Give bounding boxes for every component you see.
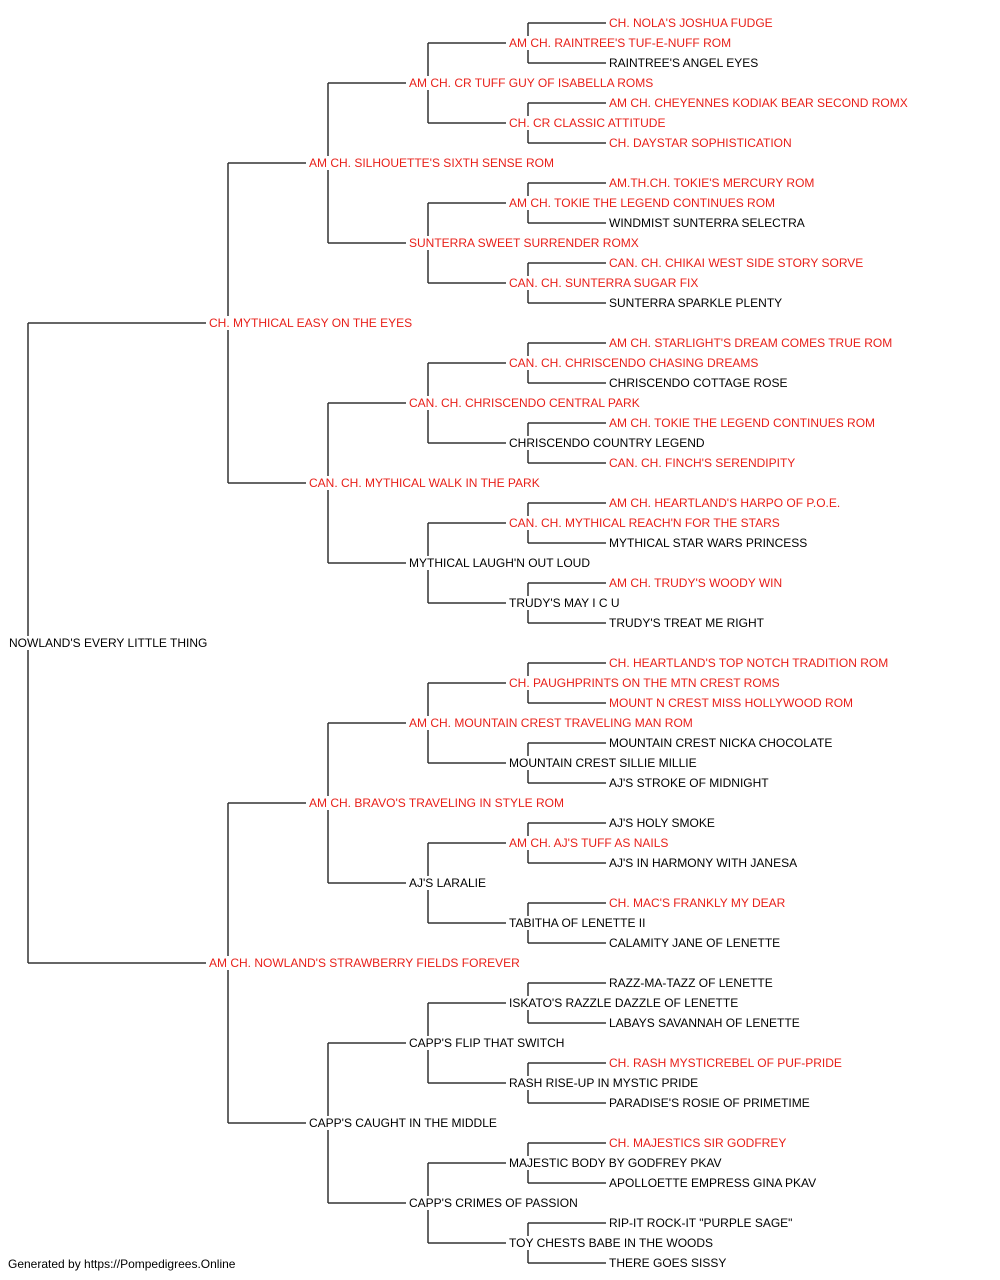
pedigree-dog-name[interactable]: AM CH. TOKIE THE LEGEND CONTINUES ROM [608, 416, 877, 430]
pedigree-dog-name[interactable]: AM CH. HEARTLAND'S HARPO OF P.O.E. [608, 496, 842, 510]
pedigree-dog-name[interactable]: CAN. CH. FINCH'S SERENDIPITY [608, 456, 797, 470]
pedigree-dog-name[interactable]: CH. RASH MYSTICREBEL OF PUF-PRIDE [608, 1056, 843, 1070]
pedigree-dog-name[interactable]: CH. MAJESTICS SIR GODFREY [608, 1136, 788, 1150]
pedigree-dog-name[interactable]: THERE GOES SISSY [608, 1256, 728, 1270]
pedigree-dog-name[interactable]: CAN. CH. CHRISCENDO CHASING DREAMS [508, 356, 760, 370]
pedigree-dog-name[interactable]: MAJESTIC BODY BY GODFREY PKAV [508, 1156, 723, 1170]
pedigree-dog-name[interactable]: TRUDY'S TREAT ME RIGHT [608, 616, 765, 630]
pedigree-dog-name[interactable]: TRUDY'S MAY I C U [508, 596, 621, 610]
pedigree-dog-name[interactable]: APOLLOETTE EMPRESS GINA PKAV [608, 1176, 818, 1190]
generated-by-footer[interactable]: Generated by https://Pompedigrees.Online [8, 1257, 236, 1271]
pedigree-dog-name[interactable]: MYTHICAL LAUGH'N OUT LOUD [408, 556, 591, 570]
pedigree-dog-name[interactable]: TOY CHESTS BABE IN THE WOODS [508, 1236, 715, 1250]
pedigree-dog-name[interactable]: MYTHICAL STAR WARS PRINCESS [608, 536, 809, 550]
pedigree-dog-name[interactable]: AM CH. CHEYENNES KODIAK BEAR SECOND ROMX [608, 96, 909, 110]
pedigree-dog-name[interactable]: WINDMIST SUNTERRA SELECTRA [608, 216, 806, 230]
pedigree-dog-name[interactable]: CHRISCENDO COUNTRY LEGEND [508, 436, 706, 450]
pedigree-dog-name[interactable]: AJ'S HOLY SMOKE [608, 816, 716, 830]
pedigree-dog-name[interactable]: CH. HEARTLAND'S TOP NOTCH TRADITION ROM [608, 656, 890, 670]
pedigree-dog-name[interactable]: PARADISE'S ROSIE OF PRIMETIME [608, 1096, 811, 1110]
pedigree-dog-name[interactable]: CH. PAUGHPRINTS ON THE MTN CREST ROMS [508, 676, 781, 690]
pedigree-dog-name[interactable]: AM CH. SILHOUETTE'S SIXTH SENSE ROM [308, 156, 555, 170]
pedigree-dog-name[interactable]: RAZZ-MA-TAZZ OF LENETTE [608, 976, 774, 990]
pedigree-dog-name[interactable]: RAINTREE'S ANGEL EYES [608, 56, 760, 70]
pedigree-dog-name[interactable]: CH. MAC'S FRANKLY MY DEAR [608, 896, 787, 910]
pedigree-dog-name[interactable]: AM CH. AJ'S TUFF AS NAILS [508, 836, 670, 850]
pedigree-dog-name[interactable]: AM CH. RAINTREE'S TUF-E-NUFF ROM [508, 36, 733, 50]
pedigree-dog-name[interactable]: CAN. CH. SUNTERRA SUGAR FIX [508, 276, 700, 290]
pedigree-dog-name[interactable]: CAN. CH. MYTHICAL REACH'N FOR THE STARS [508, 516, 781, 530]
pedigree-dog-name[interactable]: ISKATO'S RAZZLE DAZZLE OF LENETTE [508, 996, 740, 1010]
pedigree-dog-name[interactable]: AM CH. TRUDY'S WOODY WIN [608, 576, 784, 590]
pedigree-dog-name[interactable]: AM CH. TOKIE THE LEGEND CONTINUES ROM [508, 196, 777, 210]
pedigree-dog-name[interactable]: AM CH. STARLIGHT'S DREAM COMES TRUE ROM [608, 336, 894, 350]
pedigree-dog-name[interactable]: CAPP'S CAUGHT IN THE MIDDLE [308, 1116, 498, 1130]
pedigree-dog-name[interactable]: AJ'S STROKE OF MIDNIGHT [608, 776, 770, 790]
pedigree-dog-name[interactable]: CAN. CH. CHIKAI WEST SIDE STORY SORVE [608, 256, 865, 270]
pedigree-dog-name[interactable]: AJ'S IN HARMONY WITH JANESA [608, 856, 799, 870]
pedigree-dog-name[interactable]: AM CH. MOUNTAIN CREST TRAVELING MAN ROM [408, 716, 694, 730]
pedigree-dog-name[interactable]: CAPP'S FLIP THAT SWITCH [408, 1036, 566, 1050]
pedigree-dog-name[interactable]: SUNTERRA SPARKLE PLENTY [608, 296, 784, 310]
pedigree-dog-name[interactable]: AM CH. CR TUFF GUY OF ISABELLA ROMS [408, 76, 655, 90]
pedigree-dog-name[interactable]: AJ'S LARALIE [408, 876, 487, 890]
pedigree-dog-name[interactable]: CAPP'S CRIMES OF PASSION [408, 1196, 579, 1210]
pedigree-dog-name[interactable]: SUNTERRA SWEET SURRENDER ROMX [408, 236, 640, 250]
pedigree-dog-name[interactable]: CH. CR CLASSIC ATTITUDE [508, 116, 667, 130]
pedigree-dog-name[interactable]: RASH RISE-UP IN MYSTIC PRIDE [508, 1076, 700, 1090]
pedigree-dog-name[interactable]: MOUNT N CREST MISS HOLLYWOOD ROM [608, 696, 855, 710]
pedigree-dog-name[interactable]: AM CH. NOWLAND'S STRAWBERRY FIELDS FOREV… [208, 956, 521, 970]
pedigree-dog-name[interactable]: CHRISCENDO COTTAGE ROSE [608, 376, 789, 390]
pedigree-dog-name[interactable]: MOUNTAIN CREST NICKA CHOCOLATE [608, 736, 834, 750]
pedigree-dog-name[interactable]: CH. NOLA'S JOSHUA FUDGE [608, 16, 774, 30]
pedigree-dog-name[interactable]: CAN. CH. CHRISCENDO CENTRAL PARK [408, 396, 641, 410]
pedigree-dog-name[interactable]: CH. DAYSTAR SOPHISTICATION [608, 136, 793, 150]
pedigree-dog-name[interactable]: MOUNTAIN CREST SILLIE MILLIE [508, 756, 698, 770]
pedigree-dog-name[interactable]: TABITHA OF LENETTE II [508, 916, 647, 930]
pedigree-dog-name[interactable]: CAN. CH. MYTHICAL WALK IN THE PARK [308, 476, 541, 490]
subject-dog-name[interactable]: NOWLAND'S EVERY LITTLE THING [8, 636, 209, 650]
pedigree-dog-name[interactable]: AM.TH.CH. TOKIE'S MERCURY ROM [608, 176, 816, 190]
pedigree-dog-name[interactable]: CH. MYTHICAL EASY ON THE EYES [208, 316, 414, 330]
pedigree-dog-name[interactable]: AM CH. BRAVO'S TRAVELING IN STYLE ROM [308, 796, 566, 810]
pedigree-dog-name[interactable]: RIP-IT ROCK-IT "PURPLE SAGE" [608, 1216, 794, 1230]
pedigree-dog-name[interactable]: CALAMITY JANE OF LENETTE [608, 936, 782, 950]
pedigree-dog-name[interactable]: LABAYS SAVANNAH OF LENETTE [608, 1016, 801, 1030]
